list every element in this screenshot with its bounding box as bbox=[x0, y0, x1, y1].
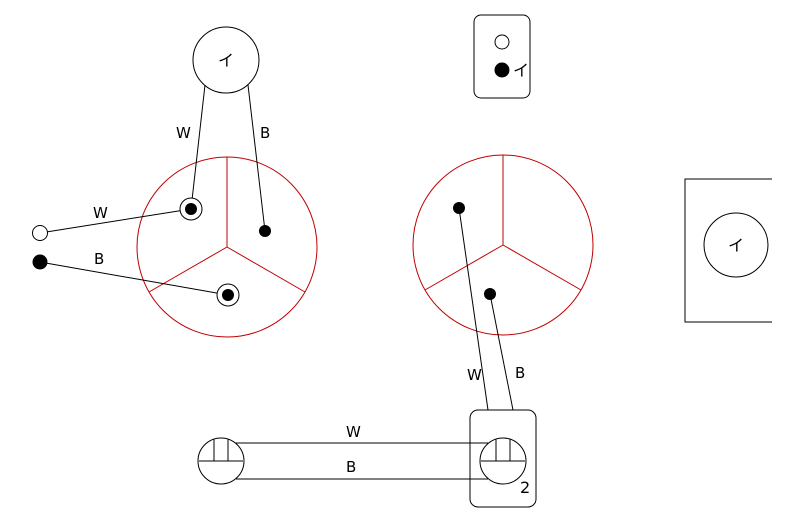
left-box-connections bbox=[179, 197, 271, 307]
outlet-left bbox=[197, 437, 245, 485]
wires-right-box-to-outlet: W B bbox=[453, 202, 525, 411]
wires-light-to-left-box: W B bbox=[176, 84, 270, 232]
wire-label-b-outlet: B bbox=[515, 364, 525, 382]
wall-light-i: イ bbox=[684, 178, 772, 323]
source-terminal-filled bbox=[32, 254, 48, 270]
wire-label-w-outlet: W bbox=[467, 366, 482, 384]
wall-light-label: イ bbox=[728, 236, 744, 255]
wire-label-w-source: W bbox=[93, 204, 108, 222]
junction-box-left bbox=[136, 156, 318, 338]
switch-terminal-open bbox=[494, 34, 510, 50]
wire-label-w-bottom: W bbox=[346, 423, 361, 441]
wire-label-b-bottom: B bbox=[346, 458, 356, 476]
wire-label-b-source: B bbox=[94, 250, 104, 268]
switch-box: イ bbox=[473, 14, 531, 99]
wire-label-w-top: W bbox=[176, 124, 191, 142]
switch-label: イ bbox=[513, 61, 529, 80]
outlet-count-label: 2 bbox=[520, 478, 530, 497]
junction-box-right bbox=[412, 154, 594, 336]
wire-label-b-top: B bbox=[260, 124, 270, 142]
ceiling-light-label: イ bbox=[218, 51, 234, 70]
source-terminal-open bbox=[32, 225, 48, 241]
ceiling-light-i: イ bbox=[192, 26, 260, 94]
wires-between-outlets: W B bbox=[236, 423, 488, 480]
power-source: W B bbox=[32, 204, 229, 296]
outlet-box: 2 bbox=[469, 409, 537, 508]
switch-terminal-filled bbox=[494, 62, 510, 78]
